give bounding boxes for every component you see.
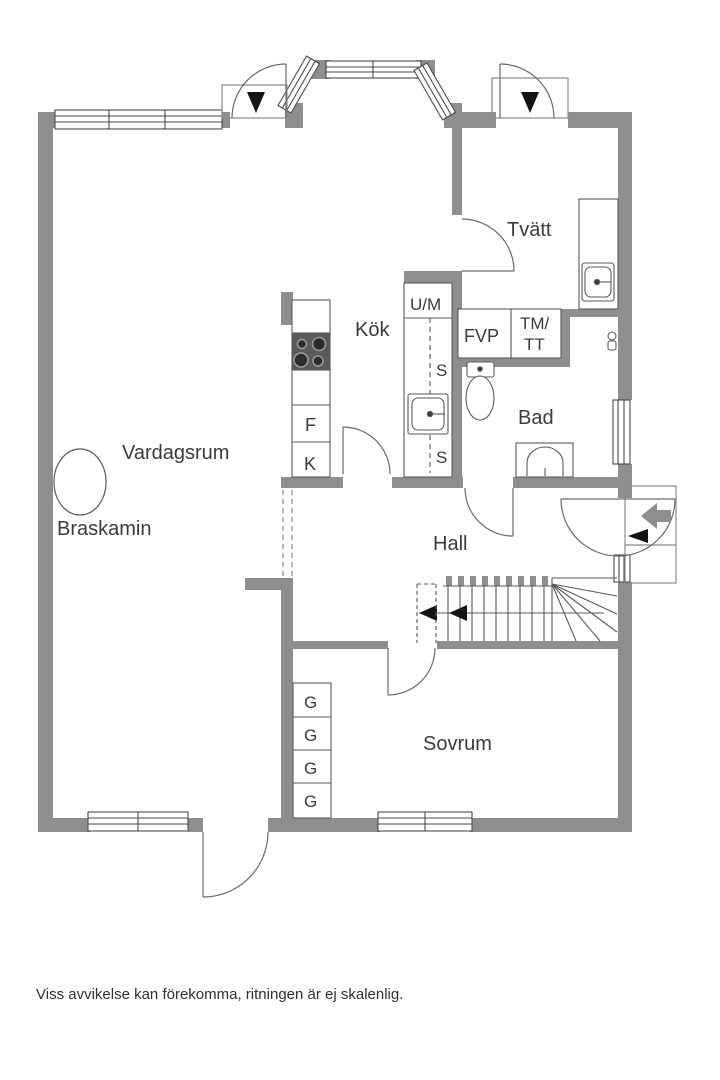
staircase [416,576,618,643]
windows [54,55,631,832]
label-sovrum: Sovrum [423,733,492,755]
laundry-entry-door [491,63,569,119]
balcony-door [221,63,288,119]
bathroom-fixtures [465,331,617,478]
window-bedroom-bottom [377,811,473,832]
label-vardagsrum: Vardagsrum [122,442,229,464]
label-hall: Hall [433,533,467,555]
kitchen-door [342,426,391,475]
bath-sink-icon [515,442,574,478]
toilet-icon [465,361,495,421]
washer-dryer-box [510,308,562,359]
label-tm: TM/ [520,314,550,333]
balcony-door-arrow-icon [247,92,265,113]
bay-window-right-segment [413,62,457,121]
label-fvp: FVP [464,326,499,346]
stove-icon [291,332,331,371]
window-livingroom-bottom [87,811,189,832]
disclaimer-text: Viss avvikelse kan förekomma, ritningen … [36,986,404,1003]
laundry-sink-icon [581,262,615,302]
bathroom-door [464,487,514,537]
window-livingroom-top [54,109,223,130]
label-s-lower: S [436,448,447,467]
stair-balusters [446,576,548,586]
window-bathroom-right [612,399,631,465]
wardrobe-cabinets [292,682,332,819]
bay-window-top-segment [325,60,422,79]
kitchen-cabinets [291,282,453,478]
label-tvatt: Tvätt [507,219,552,241]
window-entry-side [613,554,631,583]
label-bad: Bad [518,407,554,429]
label-um: U/M [410,295,441,314]
fireplace-icon [53,448,107,516]
laundry-door-arrow-icon [521,92,539,113]
entry-direction-triangle-icon [628,529,648,543]
entrance-arrows [247,92,671,543]
bedroom-door [387,647,436,696]
laundry-fixtures [457,198,619,359]
label-braskamin: Braskamin [57,518,151,540]
stairs-direction-arrow [419,605,604,621]
label-fridge: F [305,415,316,435]
label-freezer: K [304,454,316,474]
label-s-upper: S [436,361,447,380]
main-entry-door [560,485,677,584]
stair-cutline-dashed-box [416,583,437,643]
label-kok: Kök [355,319,390,341]
laundry-interior-door [461,218,515,272]
room-labels: Vardagsrum Braskamin Kök Tvätt Hall Sovr… [57,219,554,755]
living-room-exterior-door [202,831,269,898]
tap-icon [607,331,617,351]
fixture-labels: U/M FVP TM/ TT S S F K G G G G [304,295,550,811]
interior-walls [245,128,632,818]
label-tt: TT [524,335,545,354]
kitchen-sink-icon [407,393,449,435]
entry-arrow-icon [641,503,671,529]
doors [202,63,677,898]
heat-pump-box [457,308,512,359]
label-wardrobe-2: G [304,726,317,745]
label-wardrobe-1: G [304,693,317,712]
label-wardrobe-3: G [304,759,317,778]
dashed-opening [282,490,293,577]
label-wardrobe-4: G [304,792,317,811]
